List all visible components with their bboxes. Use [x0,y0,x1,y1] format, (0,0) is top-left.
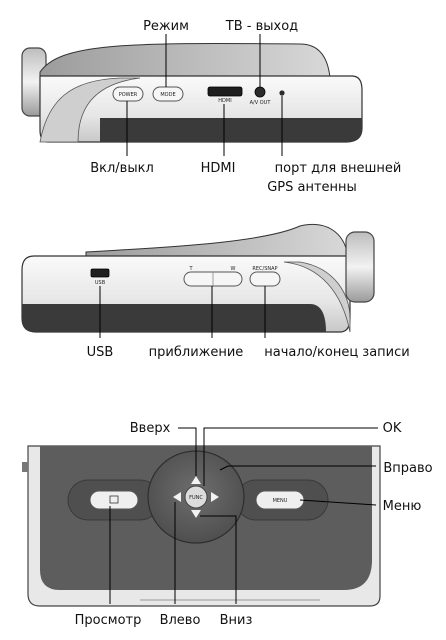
silver-swoosh-top [39,77,141,143]
label-playback: Просмотр [75,613,142,628]
label-gps-port-line1: порт для внешней [275,161,402,176]
label-power-toggle: Вкл/выкл [90,161,154,176]
label-left: Влево [160,613,201,628]
mode-button-text: MODE [160,92,175,98]
label-mode: Режим [143,19,189,34]
label-tv-out: ТВ - выход [225,19,298,34]
av-out-text: A/V OUT [250,100,272,106]
device-top-view: POWER MODE HDMI A/V OUT [21,42,363,143]
device-back-view: MENU FUNC [22,445,381,607]
callouts-bottom: Вверх OK Вправо Меню Просмотр Влево Вниз [75,421,433,628]
device-side-view: USB T W REC/SNAP [21,224,375,333]
func-text: FUNC [189,495,203,501]
usb-port[interactable] [90,268,110,278]
callouts-top: Режим ТВ - выход Вкл/выкл HDMI порт для … [90,19,401,195]
dpad-down-arrow-icon[interactable] [191,510,201,518]
playback-icon [109,495,119,504]
menu-button-text: MENU [273,498,288,504]
hdmi-port-text: HDMI [218,98,231,104]
label-menu: Меню [383,499,422,514]
label-hdmi: HDMI [201,161,236,176]
zoom-t-text: T [188,266,193,272]
power-button-text: POWER [119,92,138,98]
label-zoom: приближение [149,345,244,360]
label-down: Вниз [220,613,253,628]
label-gps-port-line2: GPS антенны [267,180,357,195]
label-right: Вправо [383,461,432,476]
dpad-right-arrow-icon[interactable] [211,492,219,502]
gps-port[interactable] [279,90,285,96]
playback-button[interactable] [89,490,139,510]
lower-band-side [22,304,326,332]
label-rec: начало/конец записи [264,345,409,360]
func-ok-button[interactable] [184,485,208,509]
hdmi-port[interactable] [207,86,243,97]
lower-band-top [100,118,362,142]
power-button[interactable] [112,86,144,102]
label-ok: OK [383,421,402,436]
silver-swoosh-side [283,261,351,333]
lens-barrel-side [345,231,375,303]
label-up: Вверх [130,421,171,436]
top-cover [39,42,331,79]
label-usb: USB [87,345,114,360]
zoom-w-text: W [231,266,236,272]
rec-snap-button[interactable] [249,271,281,287]
callouts-middle: USB приближение начало/конец записи [87,286,410,360]
av-out-jack[interactable] [254,86,266,98]
rec-snap-text: REC/SNAP [252,266,277,272]
mode-button[interactable] [152,86,184,102]
usb-port-text: USB [95,280,106,286]
dpad-up-arrow-icon[interactable] [191,476,201,484]
dpad-left-arrow-icon[interactable] [173,492,181,502]
